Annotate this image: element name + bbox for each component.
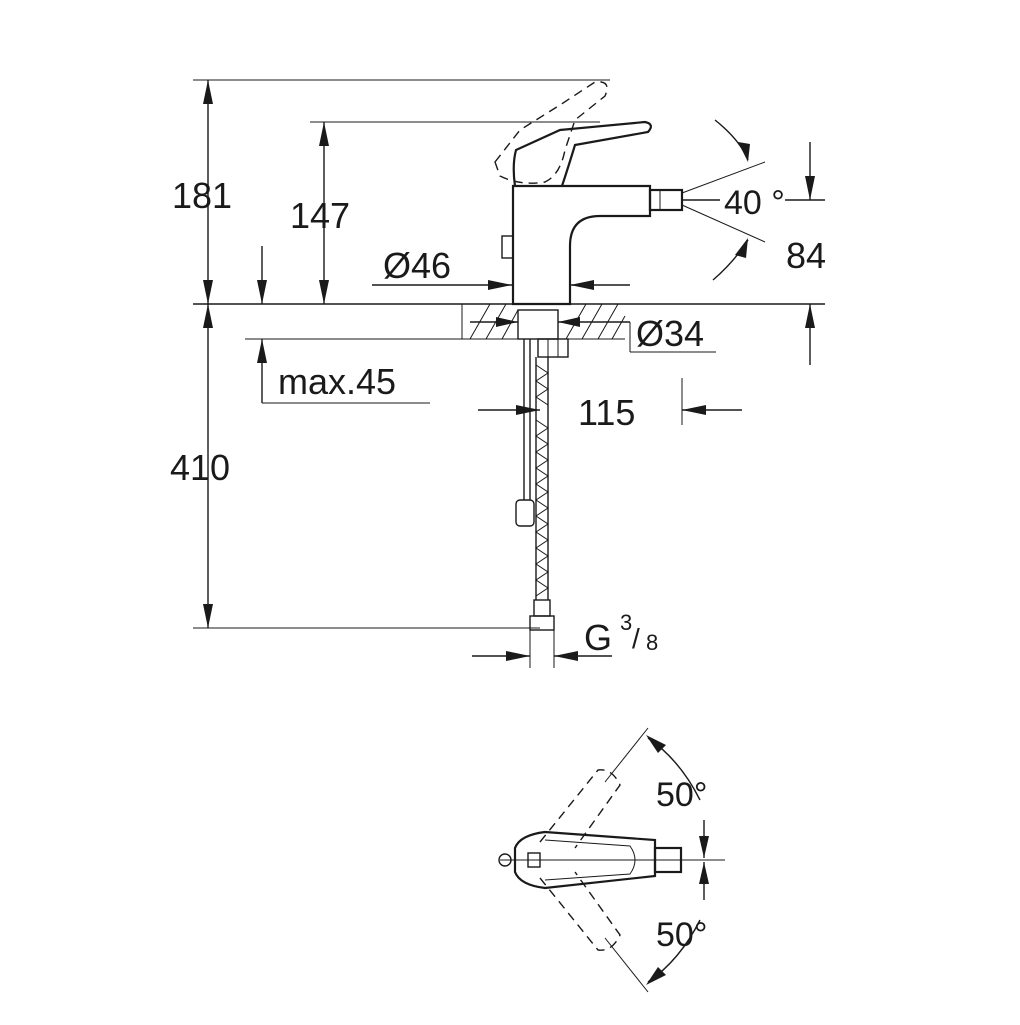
label-181: 181 xyxy=(172,175,232,216)
dimension-147: 147 xyxy=(290,122,350,304)
dimension-g38: G 3 / 8 xyxy=(472,610,658,668)
mounting-shank xyxy=(517,309,569,358)
faucet-body-front xyxy=(494,81,684,306)
label-d34: Ø34 xyxy=(636,313,704,354)
lever-top xyxy=(513,830,657,890)
label-84: 84 xyxy=(786,235,826,276)
dimension-d46: Ø46 xyxy=(372,245,630,290)
dimension-115: 115 xyxy=(478,378,742,433)
nozzle-top xyxy=(653,846,683,874)
label-50-degrees-top: 50° xyxy=(656,776,707,814)
label-thread-slash: / xyxy=(632,623,640,654)
dimension-410: 410 xyxy=(170,304,230,628)
label-thread-denominator: 8 xyxy=(646,630,658,655)
supply-hose xyxy=(515,339,555,631)
label-g: G xyxy=(584,617,612,658)
label-thread-numerator: 3 xyxy=(620,610,632,635)
nozzle xyxy=(648,188,684,212)
dimension-max45: max.45 xyxy=(257,246,430,404)
label-max45: max.45 xyxy=(278,361,396,402)
front-view: 181 147 max.45 410 xyxy=(170,79,826,668)
dimension-nozzle: 40 ° 84 xyxy=(681,119,826,365)
label-410: 410 xyxy=(170,447,230,488)
label-50-degrees-bottom: 50° xyxy=(656,916,707,954)
label-40-degrees: 40 ° xyxy=(724,184,785,222)
label-d46: Ø46 xyxy=(383,245,451,286)
label-147: 147 xyxy=(290,195,350,236)
deck-hatching xyxy=(461,303,626,340)
top-view: 50° 50° xyxy=(498,727,725,993)
dimension-181: 181 xyxy=(172,80,232,304)
label-115: 115 xyxy=(578,392,635,433)
